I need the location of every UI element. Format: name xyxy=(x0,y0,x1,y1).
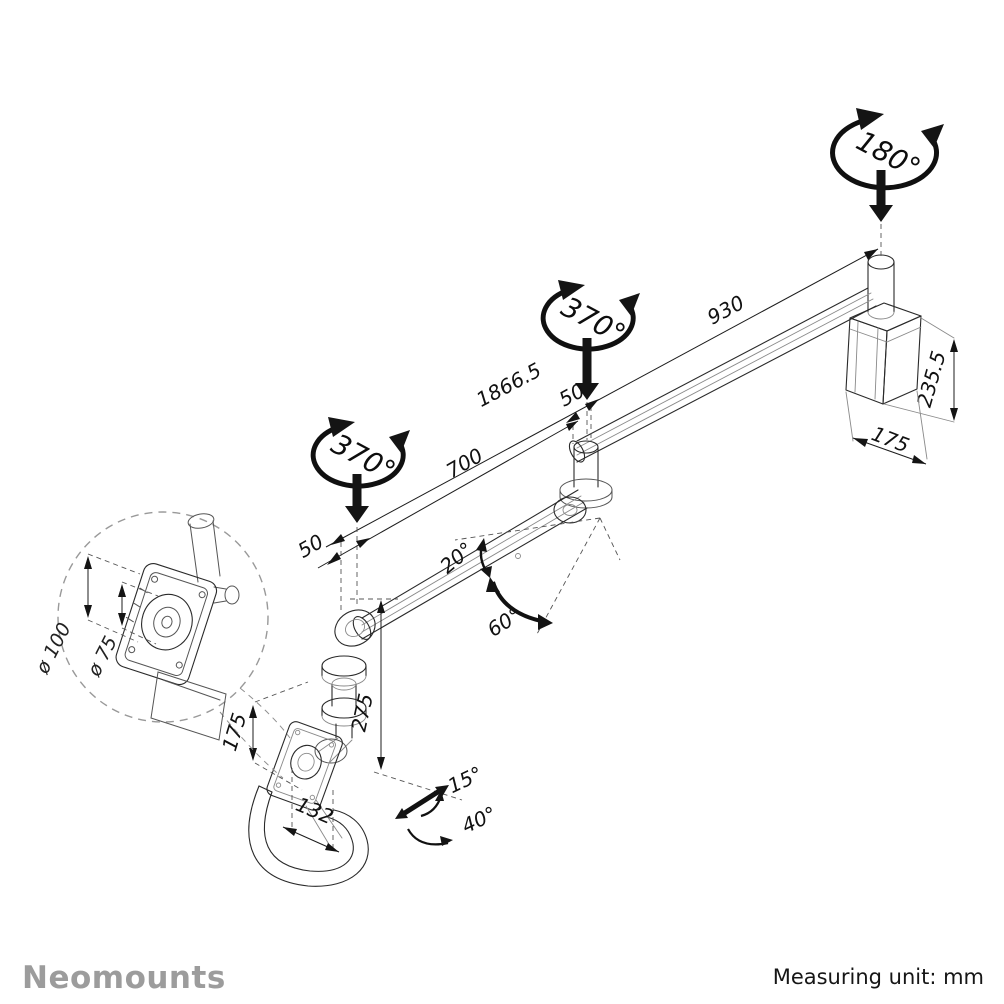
elbow-drop-column xyxy=(314,609,376,764)
dim-arrowhead xyxy=(356,538,370,548)
dim-arrowhead xyxy=(249,705,257,718)
dim-arrowhead xyxy=(864,249,878,260)
dim-arrowhead xyxy=(853,438,868,447)
upper-arm xyxy=(568,287,877,463)
detail-leader-lines xyxy=(219,687,291,779)
dim-arrowhead xyxy=(325,843,339,852)
dim-arrowhead xyxy=(118,613,126,626)
vesa-head xyxy=(248,721,369,887)
dim-930-label: 930 xyxy=(703,290,748,329)
rotation-180-symbol: 180° xyxy=(830,108,944,258)
dim-1866-label: 1866.5 xyxy=(472,358,545,412)
dim-132-label: 132 xyxy=(292,792,337,829)
vesa-100-label: ø 100 xyxy=(31,619,76,678)
bracket-dims: 235.5 175 xyxy=(845,317,958,465)
dim-arrowhead xyxy=(84,605,92,618)
dim-row-total: 930 1866.5 50 xyxy=(325,248,879,548)
dim-arrowhead xyxy=(566,412,580,423)
angle-40-label: 40° xyxy=(458,801,500,838)
head-tilt-swivel-annotation: 15° 40° xyxy=(395,761,500,846)
rotation-370-front-label: 370° xyxy=(326,427,401,488)
dim-175-bracket-label: 175 xyxy=(868,421,912,457)
angle-20-label: 20° xyxy=(435,537,478,578)
detail-circle xyxy=(57,511,269,723)
rotation-370-mid-symbol: 370° xyxy=(540,280,640,444)
dim-arrowhead xyxy=(377,600,385,613)
brand-logo: Neomounts xyxy=(22,960,226,996)
dim-275-label: 275 xyxy=(346,691,377,733)
wall-bracket xyxy=(845,254,922,405)
angle-60-label: 60° xyxy=(483,602,526,641)
footer: Neomounts Measuring unit: mm xyxy=(22,960,984,996)
rotation-180-label: 180° xyxy=(851,124,926,185)
dim-arrowhead xyxy=(84,556,92,569)
angle-15-label: 15° xyxy=(444,761,486,798)
down-arrow-icon xyxy=(869,170,893,222)
measuring-unit-note: Measuring unit: mm xyxy=(773,965,984,989)
down-arrow-icon xyxy=(345,474,369,523)
lower-arm xyxy=(352,489,588,640)
dim-50-front-label: 50 xyxy=(293,529,327,563)
dim-arrowhead xyxy=(950,408,958,421)
dim-132: 132 xyxy=(282,768,340,853)
dim-700-label: 700 xyxy=(442,443,487,483)
dim-arrowhead xyxy=(912,455,926,464)
down-arrow-icon xyxy=(575,338,599,400)
dim-arrowhead xyxy=(327,552,341,565)
rotation-370-mid-label: 370° xyxy=(556,290,631,351)
dim-arrowhead xyxy=(585,399,599,411)
bracket-front-face xyxy=(845,317,888,405)
dim-arrowhead xyxy=(118,584,126,597)
dim-arrowhead xyxy=(331,534,345,545)
rotation-370-front-symbol: 370° xyxy=(310,417,410,523)
bracket-top-face xyxy=(849,302,922,332)
vesa-detail-view: ø 100 ø 75 xyxy=(31,511,291,779)
dim-arrowhead xyxy=(566,421,578,431)
dim-arrowhead xyxy=(283,827,297,836)
bracket-side-face xyxy=(882,315,922,405)
handle-loop xyxy=(248,785,369,887)
mid-joint xyxy=(559,440,613,509)
dim-arrowhead xyxy=(950,339,958,352)
wall-post-cap xyxy=(867,254,895,270)
dim-arrowhead xyxy=(249,748,257,761)
dim-arrowhead xyxy=(377,757,385,770)
